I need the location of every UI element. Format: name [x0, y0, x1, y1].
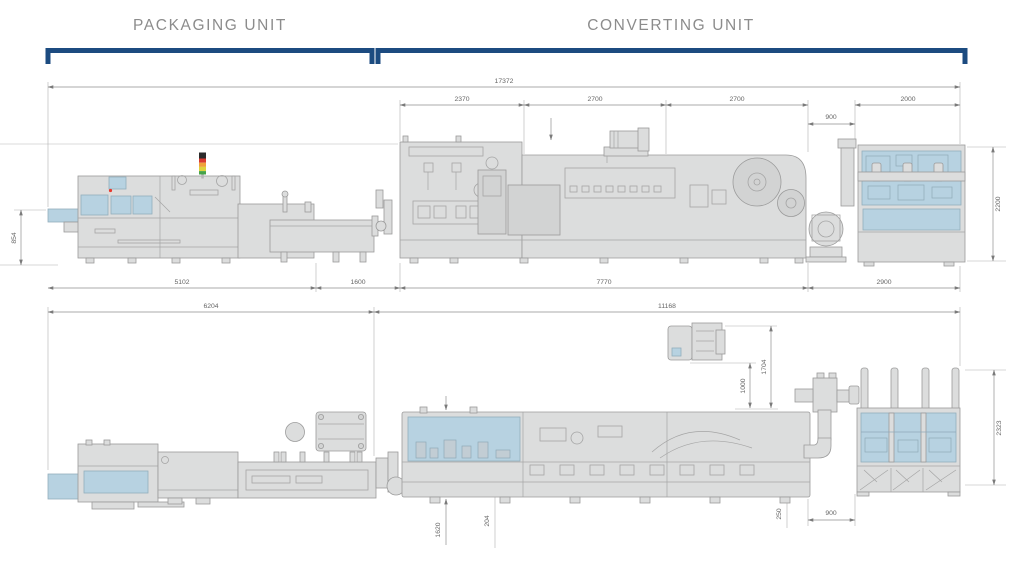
- dim-label-2000: 2000: [900, 96, 915, 103]
- dim-label-900-bottom: 900: [825, 510, 837, 517]
- status-dot-red: [108, 188, 113, 193]
- dim-label-2370: 2370: [454, 96, 469, 103]
- plan-pump-unit: [667, 322, 726, 361]
- plan-cabinet: [856, 367, 961, 497]
- plan-blower: [794, 372, 860, 459]
- dim-label-6204: 6204: [203, 303, 218, 310]
- side-blower: [805, 138, 857, 263]
- plan-conveyor: [237, 461, 377, 499]
- dim-label-250: 250: [776, 508, 783, 520]
- dim-label-900-top: 900: [825, 114, 837, 121]
- packaging-unit-title: PACKAGING UNIT: [133, 17, 287, 34]
- round-part: [285, 422, 305, 442]
- converting-unit-bracket: [375, 48, 968, 64]
- side-converting-machine: [399, 118, 807, 264]
- signal-tower-icon: [199, 152, 206, 179]
- window-silhouettes: [415, 439, 511, 459]
- dim-label-11168: 11168: [658, 303, 676, 310]
- dim-label-1000: 1000: [740, 378, 747, 393]
- dim-label-7770: 7770: [596, 279, 611, 286]
- dim-label-2900: 2900: [876, 279, 891, 286]
- dim-label-2200: 2200: [995, 196, 1002, 211]
- dimensions-plan-view: 6204 11168 1704 1000 2323 900 1620 204 2…: [47, 303, 1003, 545]
- side-coupling-section: [371, 189, 393, 237]
- film-reel-icon: [732, 157, 805, 217]
- plan-packaging-machine: [47, 411, 377, 510]
- packaging-unit-bracket: [45, 48, 375, 64]
- side-packaging-machine: [47, 152, 375, 264]
- dim-label-5102: 5102: [174, 279, 189, 286]
- dim-label-2323: 2323: [996, 420, 1003, 435]
- plan-converting-machine: [375, 396, 811, 504]
- dim-label-1704: 1704: [761, 359, 768, 374]
- dim-label-1600: 1600: [350, 279, 365, 286]
- dim-label-2700a: 2700: [587, 96, 602, 103]
- dim-label-854: 854: [11, 232, 18, 244]
- dim-label-overall: 17372: [495, 78, 514, 85]
- touchscreen-panel: [108, 176, 127, 190]
- dim-label-1620: 1620: [435, 522, 442, 537]
- side-cabinet: [857, 144, 966, 267]
- dim-label-2700b: 2700: [729, 96, 744, 103]
- dimensions-side-view: 17372 2370 2700 2700 900 2000 854 2200 5…: [11, 78, 1002, 290]
- dim-label-204: 204: [484, 515, 491, 527]
- plate-part: [315, 411, 367, 452]
- converting-unit-title: CONVERTING UNIT: [587, 17, 755, 34]
